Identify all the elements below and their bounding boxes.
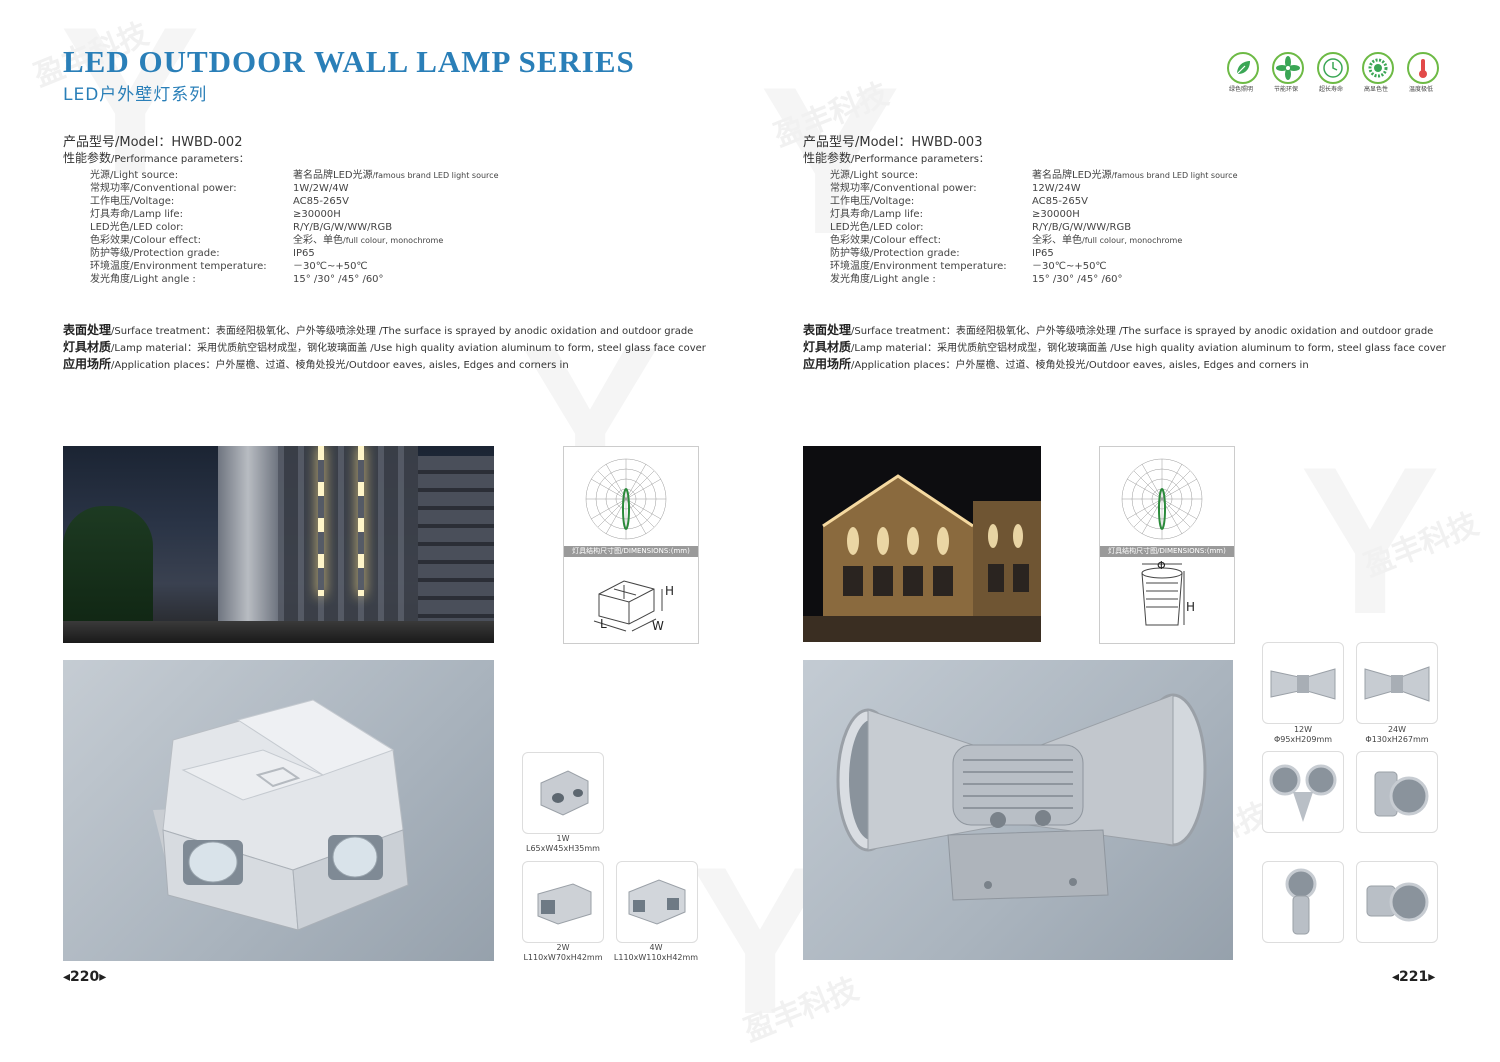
cert-label: 温度极低 — [1408, 86, 1433, 93]
dimension-diagram-right: 灯具结构尺寸图/DIMENSIONS:(mm) Φ H — [1099, 446, 1235, 644]
polar-distribution-chart — [1121, 458, 1203, 540]
spec-value: 全彩、单色/full colour, monochrome — [293, 235, 444, 246]
spec-value: 1W/2W/4W — [293, 183, 349, 194]
product-image-hwbd-003 — [803, 660, 1233, 960]
application-places-left: 应用场所/Application places：户外屋檐、过道、棱角处投光/Ou… — [63, 357, 569, 371]
spec-value: 15° /30° /45° /60° — [1032, 274, 1123, 285]
installation-photo-building — [63, 446, 494, 643]
page-title-cn: LED户外壁灯系列 — [63, 85, 208, 105]
variant-card-angled-spot — [1356, 861, 1438, 943]
thermometer-icon — [1407, 52, 1439, 84]
perf-en: /Performance parameters： — [851, 154, 989, 165]
spec-key: 常规功率/Conventional power: — [830, 183, 977, 194]
spec-key: LED光色/LED color: — [830, 222, 924, 233]
spec-value: R/Y/B/G/W/WW/RGB — [1032, 222, 1132, 233]
cert-label: 高显色性 — [1363, 86, 1388, 93]
spec-value: R/Y/B/G/W/WW/RGB — [293, 222, 393, 233]
application-places-right: 应用场所/Application places：户外屋檐、过道、棱角处投光/Ou… — [803, 357, 1309, 371]
model-number-left: 产品型号/Model：HWBD-002 — [63, 135, 243, 150]
page-number-left: ◂220▸ — [63, 969, 107, 985]
dim-h-label: H — [1186, 600, 1196, 614]
perf-cn: 性能参数 — [63, 151, 112, 165]
spec-key: 常规功率/Conventional power: — [90, 183, 237, 194]
spec-value: －30℃~+50℃ — [293, 261, 368, 272]
box-dimension-drawing — [593, 580, 663, 632]
spec-value: 15° /30° /45° /60° — [293, 274, 384, 285]
spec-value: 著名品牌LED光源/famous brand LED light source — [293, 170, 499, 181]
dimensions-label: 灯具结构尺寸图/DIMENSIONS:(mm) — [1100, 546, 1234, 557]
spec-key: 灯具寿命/Lamp life: — [90, 209, 183, 220]
page-title-en: LED OUTDOOR WALL LAMP SERIES — [63, 44, 635, 79]
spec-value: AC85-265V — [1032, 196, 1088, 207]
clock-icon — [1317, 52, 1349, 84]
spec-value: IP65 — [293, 248, 315, 259]
spec-key: 色彩效果/Colour effect: — [830, 235, 941, 246]
surface-treatment-left: 表面处理/Surface treatment：表面经阳极氧化、户外等级喷涂处理 … — [63, 323, 694, 337]
variant-card-24w — [1356, 642, 1438, 724]
spec-key: 工作电压/Voltage: — [830, 196, 915, 207]
spec-key: 发光角度/Light angle : — [830, 274, 936, 285]
watermark-y-logo: Y — [1300, 423, 1441, 658]
dim-phi-label: Φ — [1157, 559, 1166, 572]
lamp-material-left: 灯具材质/Lamp material：采用优质航空铝材成型，钢化玻璃面盖 /Us… — [63, 340, 706, 354]
variant-card-single-spot — [1356, 751, 1438, 833]
variant-card-2w — [522, 861, 604, 943]
spec-value: 12W/24W — [1032, 183, 1081, 194]
performance-heading-right: 性能参数/Performance parameters： — [803, 149, 989, 166]
dim-l-label: L — [600, 617, 607, 631]
variant-card-12w — [1262, 642, 1344, 724]
spec-key: 防护等级/Protection grade: — [90, 248, 220, 259]
performance-heading-left: 性能参数/Performance parameters： — [63, 149, 249, 166]
variant-card-4w — [616, 861, 698, 943]
leaf-icon — [1227, 52, 1259, 84]
dim-w-label: W — [652, 619, 664, 633]
installation-photo-villa — [803, 446, 1041, 642]
model-number-right: 产品型号/Model：HWBD-003 — [803, 135, 983, 150]
cert-label: 绿色照明 — [1228, 86, 1253, 93]
variant-card-pole-spot — [1262, 861, 1344, 943]
cert-label: 超长寿命 — [1318, 86, 1343, 93]
spec-value: IP65 — [1032, 248, 1054, 259]
lamp-material-right: 灯具材质/Lamp material：采用优质航空铝材成型，钢化玻璃面盖 /Us… — [803, 340, 1446, 354]
spec-key: 环境温度/Environment temperature: — [90, 261, 267, 272]
spec-value: 全彩、单色/full colour, monochrome — [1032, 235, 1183, 246]
spec-key: 灯具寿命/Lamp life: — [830, 209, 923, 220]
spec-key: 光源/Light source: — [90, 170, 179, 181]
watermark-text: 盈丰科技 — [739, 971, 864, 1049]
spec-value: －30℃~+50℃ — [1032, 261, 1107, 272]
page-number-right: ◂221▸ — [1392, 969, 1436, 985]
variant-card-twin-spot — [1262, 751, 1344, 833]
watermark-text: 盈丰科技 — [1359, 506, 1484, 584]
spec-value: ≥30000H — [293, 209, 341, 220]
variant-card-1w — [522, 752, 604, 834]
sun-ring-icon — [1362, 52, 1394, 84]
spec-value: 著名品牌LED光源/famous brand LED light source — [1032, 170, 1238, 181]
surface-treatment-right: 表面处理/Surface treatment：表面经阳极氧化、户外等级喷涂处理 … — [803, 323, 1434, 337]
spec-key: 环境温度/Environment temperature: — [830, 261, 1007, 272]
perf-cn: 性能参数 — [803, 151, 852, 165]
product-image-hwbd-002 — [63, 660, 494, 961]
cylinder-dimension-drawing — [1141, 563, 1185, 626]
dimensions-label: 灯具结构尺寸图/DIMENSIONS:(mm) — [564, 546, 698, 557]
spec-value: ≥30000H — [1032, 209, 1080, 220]
spec-key: 光源/Light source: — [830, 170, 919, 181]
spec-key: 工作电压/Voltage: — [90, 196, 175, 207]
spec-value: AC85-265V — [293, 196, 349, 207]
perf-en: /Performance parameters： — [111, 154, 249, 165]
spec-key: 防护等级/Protection grade: — [830, 248, 960, 259]
fan-icon — [1272, 52, 1304, 84]
spec-key: 色彩效果/Colour effect: — [90, 235, 201, 246]
spec-key: 发光角度/Light angle : — [90, 274, 196, 285]
spec-key: LED光色/LED color: — [90, 222, 184, 233]
polar-distribution-chart — [585, 458, 667, 540]
cert-label: 节能环保 — [1273, 86, 1298, 93]
dimension-diagram-left: 灯具结构尺寸图/DIMENSIONS:(mm) H L W — [563, 446, 699, 644]
dim-h-label: H — [665, 584, 675, 598]
